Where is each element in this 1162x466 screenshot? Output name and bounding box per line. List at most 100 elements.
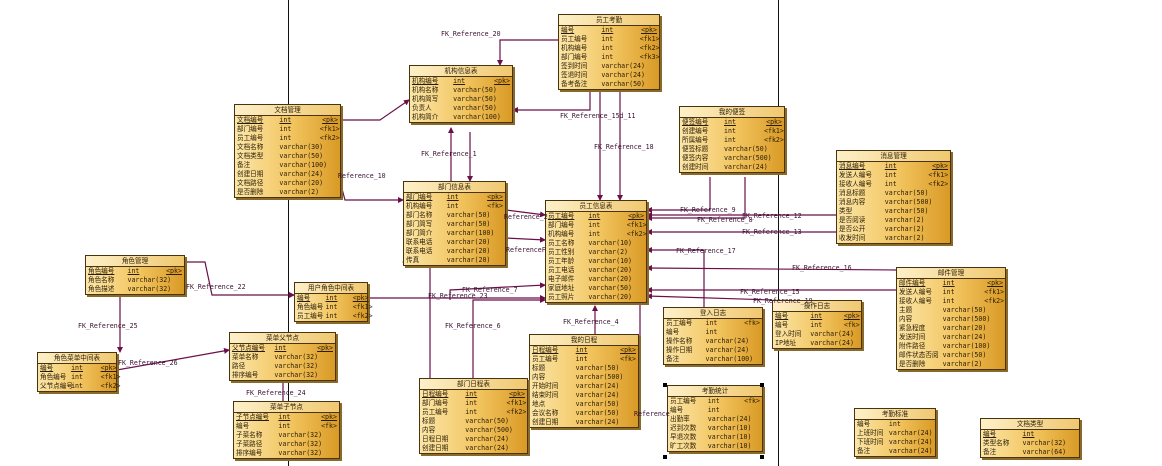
selection-handle[interactable] <box>663 383 667 387</box>
table-title: 员工考勤 <box>559 15 659 26</box>
fk-reference-label: FK_Reference_15 <box>740 288 800 296</box>
fk-reference-label: Reference_2 <box>504 213 548 221</box>
column-type: varchar(10) <box>707 433 752 441</box>
column-type: int <box>279 134 292 142</box>
selection-handle[interactable] <box>760 455 764 459</box>
column-name: 角色描述 <box>88 285 115 293</box>
column-name: 编号 <box>670 406 684 414</box>
column-name: 编号 <box>236 422 250 430</box>
column-name: 编号 <box>775 312 789 320</box>
column-key <box>919 438 933 447</box>
column-type: varchar(50) <box>453 86 497 94</box>
column-name: 传真 <box>406 256 420 264</box>
column-type: int <box>724 127 736 135</box>
column-type: varchar(500) <box>575 373 624 381</box>
column-key <box>486 247 503 256</box>
column-name: 机构简写 <box>412 95 439 103</box>
column-name: 附件路径 <box>899 342 926 350</box>
column-key <box>640 62 657 71</box>
column-type: varchar(100) <box>705 355 754 363</box>
table-title: 机构信息表 <box>410 66 512 77</box>
column-key <box>320 170 338 179</box>
fk-reference-label: FK_Reference_4 <box>563 318 619 326</box>
column-key <box>744 424 760 433</box>
column-name: 部门简介 <box>406 229 433 237</box>
column-key: <fk> <box>744 397 760 405</box>
column-type: int <box>588 230 601 238</box>
column-type: varchar(24) <box>888 429 933 437</box>
fk-reference-label: FK_Reference_23 <box>428 292 488 300</box>
column-name: 父节点编号 <box>40 382 73 390</box>
column-key <box>844 330 859 339</box>
fk-reference-label: FK_Reference_17 <box>676 247 736 255</box>
column-key: <fk> <box>744 319 760 327</box>
column-key <box>627 266 644 275</box>
column-type: varchar(500) <box>465 426 513 434</box>
column-name: 是否公开 <box>839 225 866 233</box>
column-key: <fk> <box>620 355 636 363</box>
column-name: 部门名称 <box>406 211 433 219</box>
column-name: 部门编号 <box>237 125 264 133</box>
selection-handle[interactable] <box>760 383 764 387</box>
column-name: 机构名称 <box>412 86 439 94</box>
column-key: <fk2> <box>626 230 647 238</box>
table-title: 部门信息表 <box>404 182 505 193</box>
fk-reference-label: FK_Reference_13 <box>742 228 802 236</box>
column-type: int <box>810 321 823 329</box>
column-type: varchar(24) <box>465 444 509 452</box>
column-name: 家庭地址 <box>548 284 575 292</box>
column-key <box>984 324 1003 333</box>
column-type: varchar(24) <box>705 346 750 354</box>
column-name: 便签编号 <box>682 118 709 126</box>
column-type: int <box>71 364 83 372</box>
column-name: 子菜名称 <box>236 431 263 439</box>
selection-handle[interactable] <box>663 455 667 459</box>
column-name: 菜单名称 <box>232 353 259 361</box>
column-type: varchar(24) <box>810 339 854 347</box>
column-key <box>506 426 525 435</box>
column-name: 备考备注 <box>561 80 588 88</box>
column-key: <fk1> <box>506 399 527 407</box>
column-name: 操作名称 <box>666 337 693 345</box>
column-type: varchar(32) <box>127 276 172 284</box>
column-type: varchar(500) <box>942 315 991 323</box>
column-type: varchar(32) <box>1022 439 1067 447</box>
column-name: 角色编号 <box>297 303 324 311</box>
column-key: <fk1> <box>100 373 121 381</box>
column-key <box>928 234 948 243</box>
